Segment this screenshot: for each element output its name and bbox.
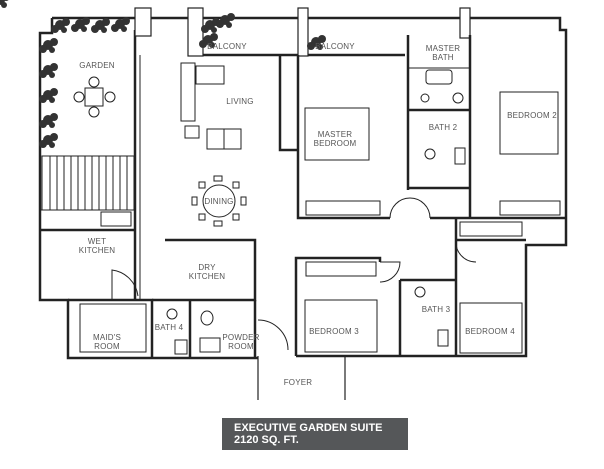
- room-label-living: LIVING: [226, 97, 254, 106]
- room-label-bath-3: BATH 3: [421, 305, 451, 314]
- room-label-bedroom-3: BEDROOM 3: [309, 327, 359, 336]
- suite-title: EXECUTIVE GARDEN SUITE: [234, 422, 383, 434]
- label-line: ROOM: [228, 342, 254, 351]
- room-label-bath-2: BATH 2: [428, 123, 458, 132]
- suite-area: 2120 SQ. FT.: [234, 434, 299, 446]
- label-line: POWDER: [222, 333, 260, 342]
- label-line: MASTER: [317, 130, 353, 139]
- doors: [111, 197, 477, 351]
- plant-foliage: [0, 0, 326, 148]
- room-label-bedroom-4: BEDROOM 4: [465, 327, 515, 336]
- room-label-balcony: BALCONY: [315, 42, 355, 51]
- room-label-foyer: FOYER: [283, 378, 313, 387]
- label-line: ROOM: [94, 342, 120, 351]
- plan-caption: EXECUTIVE GARDEN SUITE 2120 SQ. FT.: [222, 418, 408, 450]
- room-label-garden: GARDEN: [79, 61, 115, 70]
- label-line: KITCHEN: [188, 272, 226, 281]
- label-line: BATH: [432, 53, 454, 62]
- label-line: MAID'S: [92, 333, 122, 342]
- room-label-balcony: BALCONY: [207, 42, 247, 51]
- room-label-dining: DINING: [204, 197, 234, 206]
- room-label-bath-4: BATH 4: [154, 323, 184, 332]
- furniture: [41, 62, 561, 355]
- label-line: WET: [87, 237, 107, 246]
- label-line: BEDROOM: [313, 139, 357, 148]
- label-line: DRY: [198, 263, 216, 272]
- room-label-bedroom-2: BEDROOM 2: [507, 111, 557, 120]
- label-line: MASTER: [425, 44, 461, 53]
- label-line: KITCHEN: [78, 246, 116, 255]
